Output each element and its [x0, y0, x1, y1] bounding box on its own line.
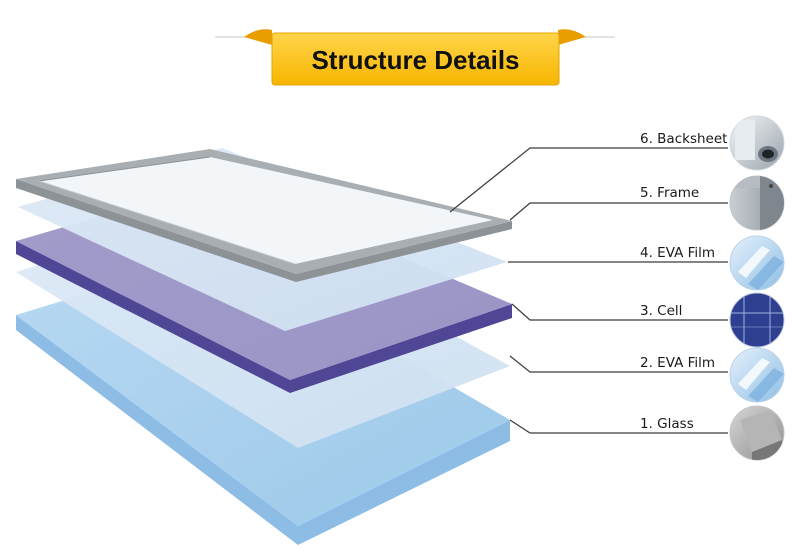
frame-thumb-icon	[729, 175, 785, 231]
cell-thumb-icon	[729, 292, 785, 348]
label-glass: 1. Glass	[640, 416, 694, 432]
backsheet-thumb-icon	[729, 115, 785, 171]
eva-film-bottom-thumb-icon	[729, 347, 785, 403]
label-cell: 3. Cell	[640, 303, 682, 319]
leader-line-glass	[509, 419, 728, 434]
label-eva-film-bottom: 2. EVA Film	[640, 355, 715, 371]
backsheet-panel	[39, 157, 493, 264]
leader-line-frame	[509, 202, 728, 221]
leader-line-cell	[511, 303, 728, 321]
banner-plate	[271, 32, 560, 86]
frame-inner-edge	[38, 156, 211, 182]
leader-lines	[449, 147, 728, 434]
layer-labels: 6. Backsheet 5. Frame 4. EVA Film 3. Cel…	[640, 131, 727, 432]
leader-line-eva-film-bottom	[509, 355, 728, 373]
label-frame: 5. Frame	[640, 185, 699, 201]
label-backsheet: 6. Backsheet	[640, 131, 727, 147]
cell-side	[16, 241, 512, 393]
label-eva-film-top: 4. EVA Film	[640, 245, 715, 261]
glass-thumb-icon	[729, 405, 785, 461]
leader-line-backsheet	[449, 147, 728, 213]
layer-thumbnails	[729, 115, 785, 461]
layer-frame	[16, 149, 512, 282]
banner-ribbon-left	[244, 29, 272, 45]
layer-stack	[16, 148, 512, 545]
banner-ribbon-right	[558, 29, 586, 45]
frame-inner-edge-2	[38, 180, 296, 265]
banner-title: Structure Details	[311, 45, 519, 75]
title-banner: Structure Details	[215, 29, 615, 86]
eva-film-top-thumb-icon	[729, 235, 785, 291]
glass-side	[16, 315, 510, 545]
frame-outer-side	[16, 179, 512, 282]
